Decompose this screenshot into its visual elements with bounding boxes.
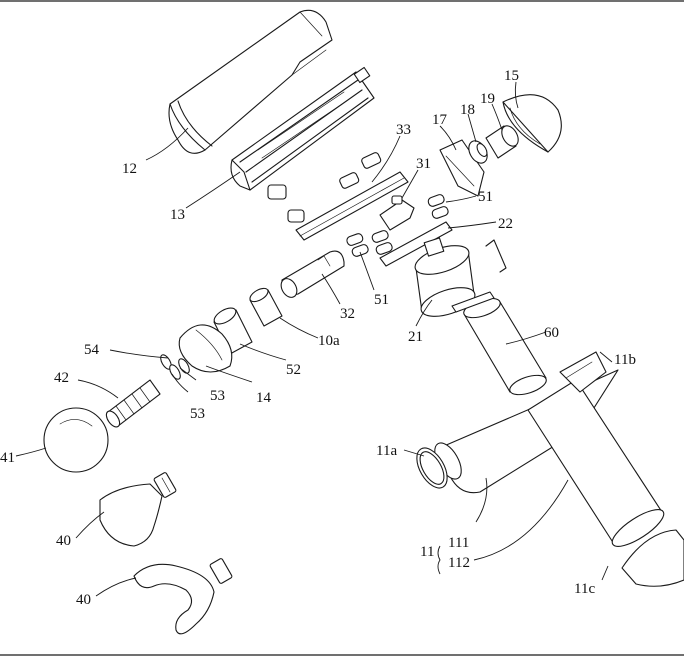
label-41: 41 <box>0 450 15 466</box>
l-shaped-pin <box>485 239 507 273</box>
part-22-plate <box>379 221 453 267</box>
part-33-strip <box>295 171 409 241</box>
part-51-rings-right <box>427 194 449 219</box>
part-53-54-rings <box>160 354 190 380</box>
small-hardware-parts <box>267 152 382 223</box>
label-42: 42 <box>54 370 69 386</box>
label-40-flat: 40 <box>56 533 71 549</box>
part-12-upper-shell <box>168 9 333 154</box>
part-40-flat-head <box>99 472 177 547</box>
label-54: 54 <box>84 342 100 358</box>
label-33: 33 <box>396 122 411 138</box>
part-42-threaded-shaft <box>105 379 161 428</box>
label-19: 19 <box>480 91 495 107</box>
part-13-inner-frame <box>230 66 375 191</box>
part-11b-top-cap <box>559 351 607 393</box>
label-52: 52 <box>286 362 301 378</box>
part-labels: 12 13 33 17 18 19 15 31 51 22 51 32 21 1… <box>0 68 636 608</box>
part-11c-bottom-cap <box>621 529 684 587</box>
label-11: 11 <box>420 544 434 560</box>
part-11-main-body <box>434 351 665 547</box>
part-15-end-cap <box>502 94 562 153</box>
label-111: 111 <box>448 535 469 551</box>
label-40-fork: 40 <box>76 592 91 608</box>
part-40-fork-head <box>133 558 233 635</box>
part-60-battery <box>451 291 547 396</box>
part-32-cylinder <box>280 250 345 298</box>
part-17-bracket <box>439 139 485 197</box>
label-53-upper: 53 <box>210 388 225 404</box>
label-51-right: 51 <box>478 189 493 205</box>
part-31-bracket <box>379 195 415 231</box>
label-13: 13 <box>170 207 185 223</box>
label-18: 18 <box>460 102 475 118</box>
label-11a: 11a <box>376 443 397 459</box>
label-22: 22 <box>498 216 513 232</box>
label-10a: 10a <box>318 333 340 349</box>
leader-lines <box>15 81 613 597</box>
label-14: 14 <box>256 390 272 406</box>
label-11c: 11c <box>574 581 595 597</box>
label-31: 31 <box>416 156 431 172</box>
part-19-motor-shaft <box>485 125 519 159</box>
label-53-lower: 53 <box>190 406 205 422</box>
label-11b: 11b <box>614 352 636 368</box>
part-14-front-cap <box>178 324 233 373</box>
label-21: 21 <box>408 329 423 345</box>
part-18-gear <box>468 140 488 164</box>
part-11a-ring <box>416 447 448 489</box>
part-41-ball-head <box>43 407 109 473</box>
label-12: 12 <box>122 161 137 177</box>
label-15: 15 <box>504 68 519 84</box>
label-51-left: 51 <box>374 292 389 308</box>
part-10a-collar <box>249 287 283 327</box>
label-17: 17 <box>432 112 448 128</box>
label-32: 32 <box>340 306 355 322</box>
label-112: 112 <box>448 555 470 571</box>
label-60: 60 <box>544 325 559 341</box>
part-51-rings-left <box>346 230 393 257</box>
